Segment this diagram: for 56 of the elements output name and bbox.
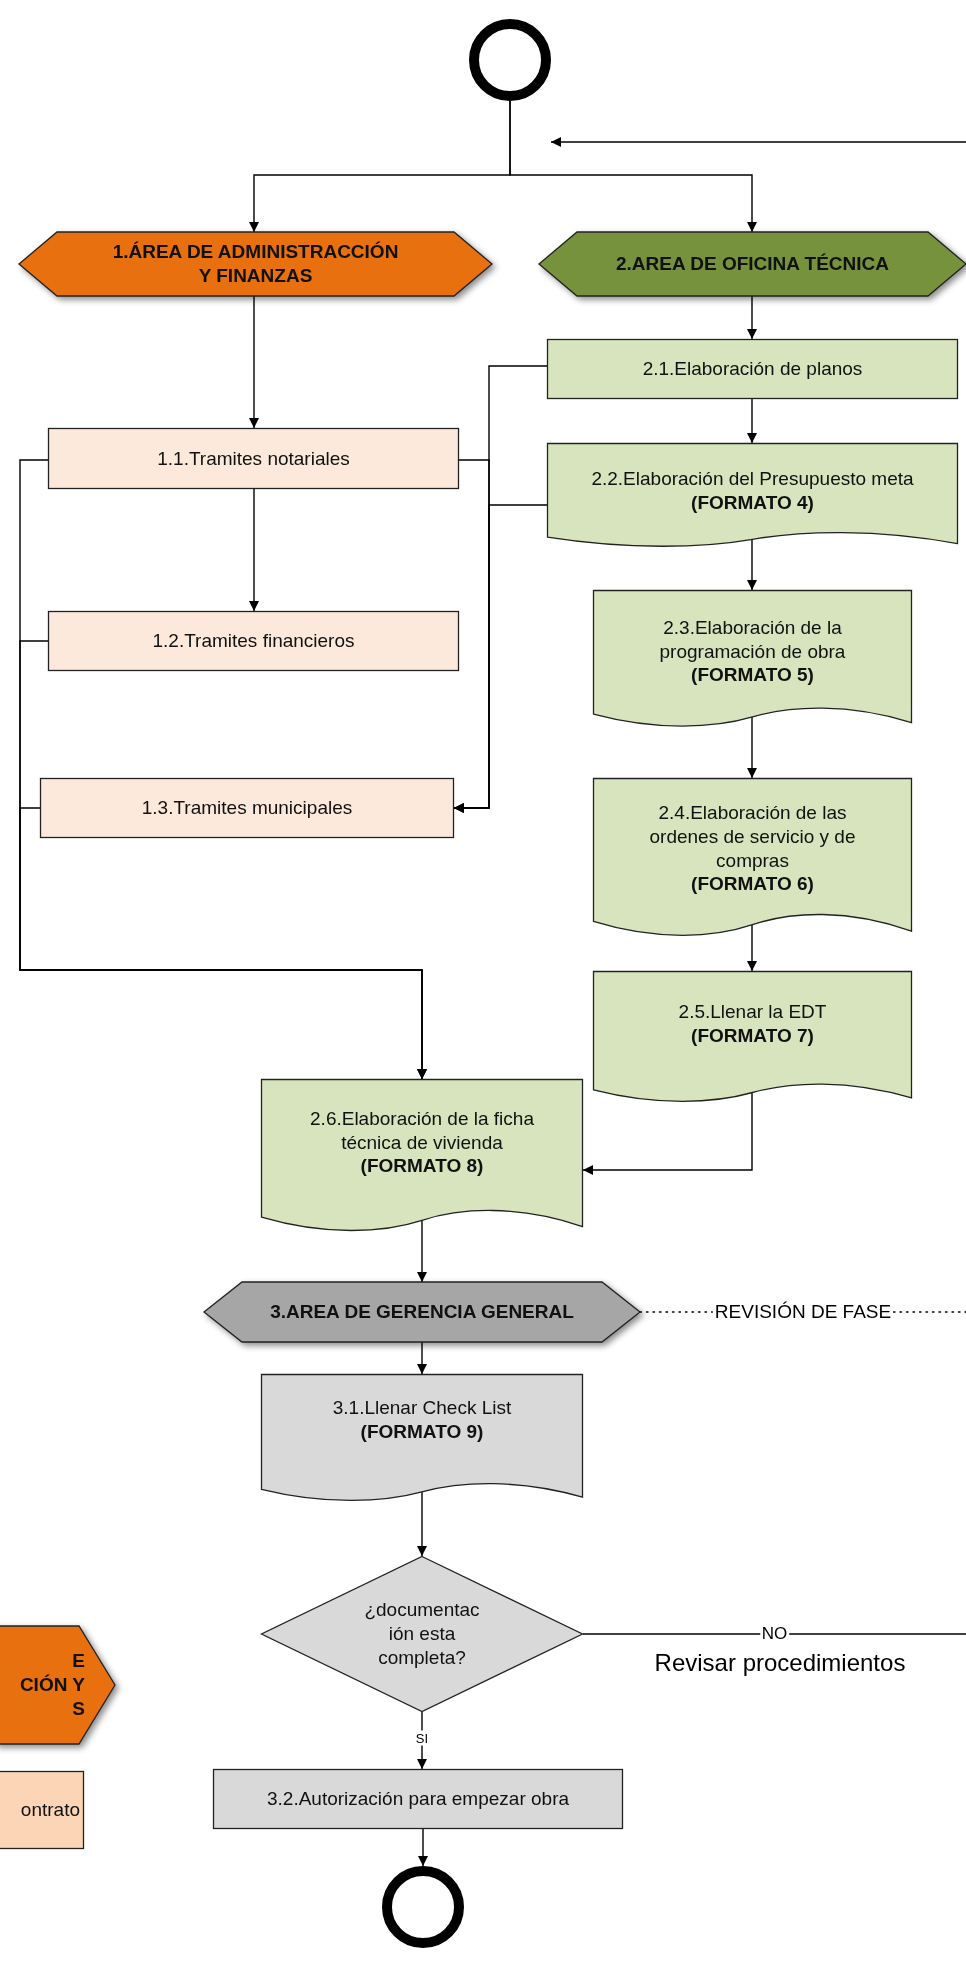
arrow bbox=[747, 716, 757, 779]
format-reference: (FORMATO 5) bbox=[691, 663, 814, 688]
step-label: 2.6.Elaboración de la ficha técnica de vivienda bbox=[309, 1106, 535, 1155]
note-text: Revisar procedimientos bbox=[653, 1649, 907, 1677]
arrow bbox=[249, 488, 259, 612]
format-reference: (FORMATO 4) bbox=[691, 490, 814, 515]
arrow bbox=[550, 137, 966, 147]
arrow bbox=[417, 1341, 427, 1375]
format-reference: (FORMATO 9) bbox=[360, 1419, 484, 1444]
arrow bbox=[509, 100, 757, 233]
step-label: 3.2.Autorización para empezar obra bbox=[266, 1787, 570, 1811]
step-label: 2.4.Elaboración de las ordenes de servicio y de compras bbox=[648, 801, 857, 873]
arrow bbox=[417, 1219, 427, 1283]
arrow bbox=[453, 504, 548, 813]
arrow bbox=[747, 398, 757, 444]
process-box bbox=[40, 778, 454, 838]
step-label: 1.3.Tramites municipales bbox=[141, 796, 353, 820]
arrow bbox=[582, 1091, 753, 1175]
arrow bbox=[747, 538, 757, 591]
arrow bbox=[747, 295, 757, 340]
area-title: 2.AREA DE OFICINA TÉCNICA bbox=[615, 252, 890, 276]
step-label: 2.1.Elaboración de planos bbox=[642, 357, 863, 381]
step-label: 1.2.Tramites financieros bbox=[152, 629, 355, 653]
decision-diamond bbox=[261, 1556, 583, 1712]
area-hexagon bbox=[0, 1626, 115, 1744]
step-label: 3.1.Llenar Check List bbox=[332, 1395, 512, 1420]
step-label: 1.1.Tramites notariales bbox=[157, 446, 350, 471]
area-title: 1.ÁREA DE ADMINISTRACCIÓN Y FINANZAS bbox=[111, 240, 400, 288]
step-label: ¿documentac ión esta completa? bbox=[363, 1598, 481, 1670]
process-box bbox=[48, 611, 459, 671]
area-title: CIÓN Y bbox=[19, 1673, 85, 1697]
area-hexagon bbox=[204, 1282, 640, 1342]
process-box bbox=[48, 428, 459, 489]
arrow bbox=[249, 295, 259, 429]
document-shape bbox=[547, 443, 958, 550]
process-box bbox=[213, 1769, 623, 1829]
area-hexagon bbox=[19, 232, 492, 296]
process-box bbox=[547, 339, 958, 399]
step-label: 2.3.Elaboración de la programación de obra bbox=[658, 615, 847, 664]
area-title: S bbox=[72, 1696, 85, 1721]
step-label: 2.5.Llenar la EDT bbox=[678, 999, 827, 1024]
arrow bbox=[19, 807, 427, 1080]
format-reference: (FORMATO 7) bbox=[691, 1023, 814, 1048]
format-reference: (FORMATO 8) bbox=[360, 1154, 484, 1179]
arrow bbox=[418, 1828, 428, 1867]
arrow bbox=[747, 924, 757, 972]
area-title: E bbox=[72, 1649, 85, 1674]
format-reference: (FORMATO 6) bbox=[691, 872, 814, 896]
end-circle bbox=[382, 1866, 464, 1948]
area-hexagon bbox=[539, 232, 966, 296]
process-box bbox=[0, 1771, 84, 1849]
step-label: 2.2.Elaboración del Presupuesto meta bbox=[591, 466, 914, 491]
arrow bbox=[417, 1491, 427, 1557]
step-label: ontrato bbox=[20, 1798, 80, 1822]
area-title: 3.AREA DE GERENCIA GENERAL bbox=[270, 1300, 574, 1324]
start-circle bbox=[469, 19, 551, 101]
